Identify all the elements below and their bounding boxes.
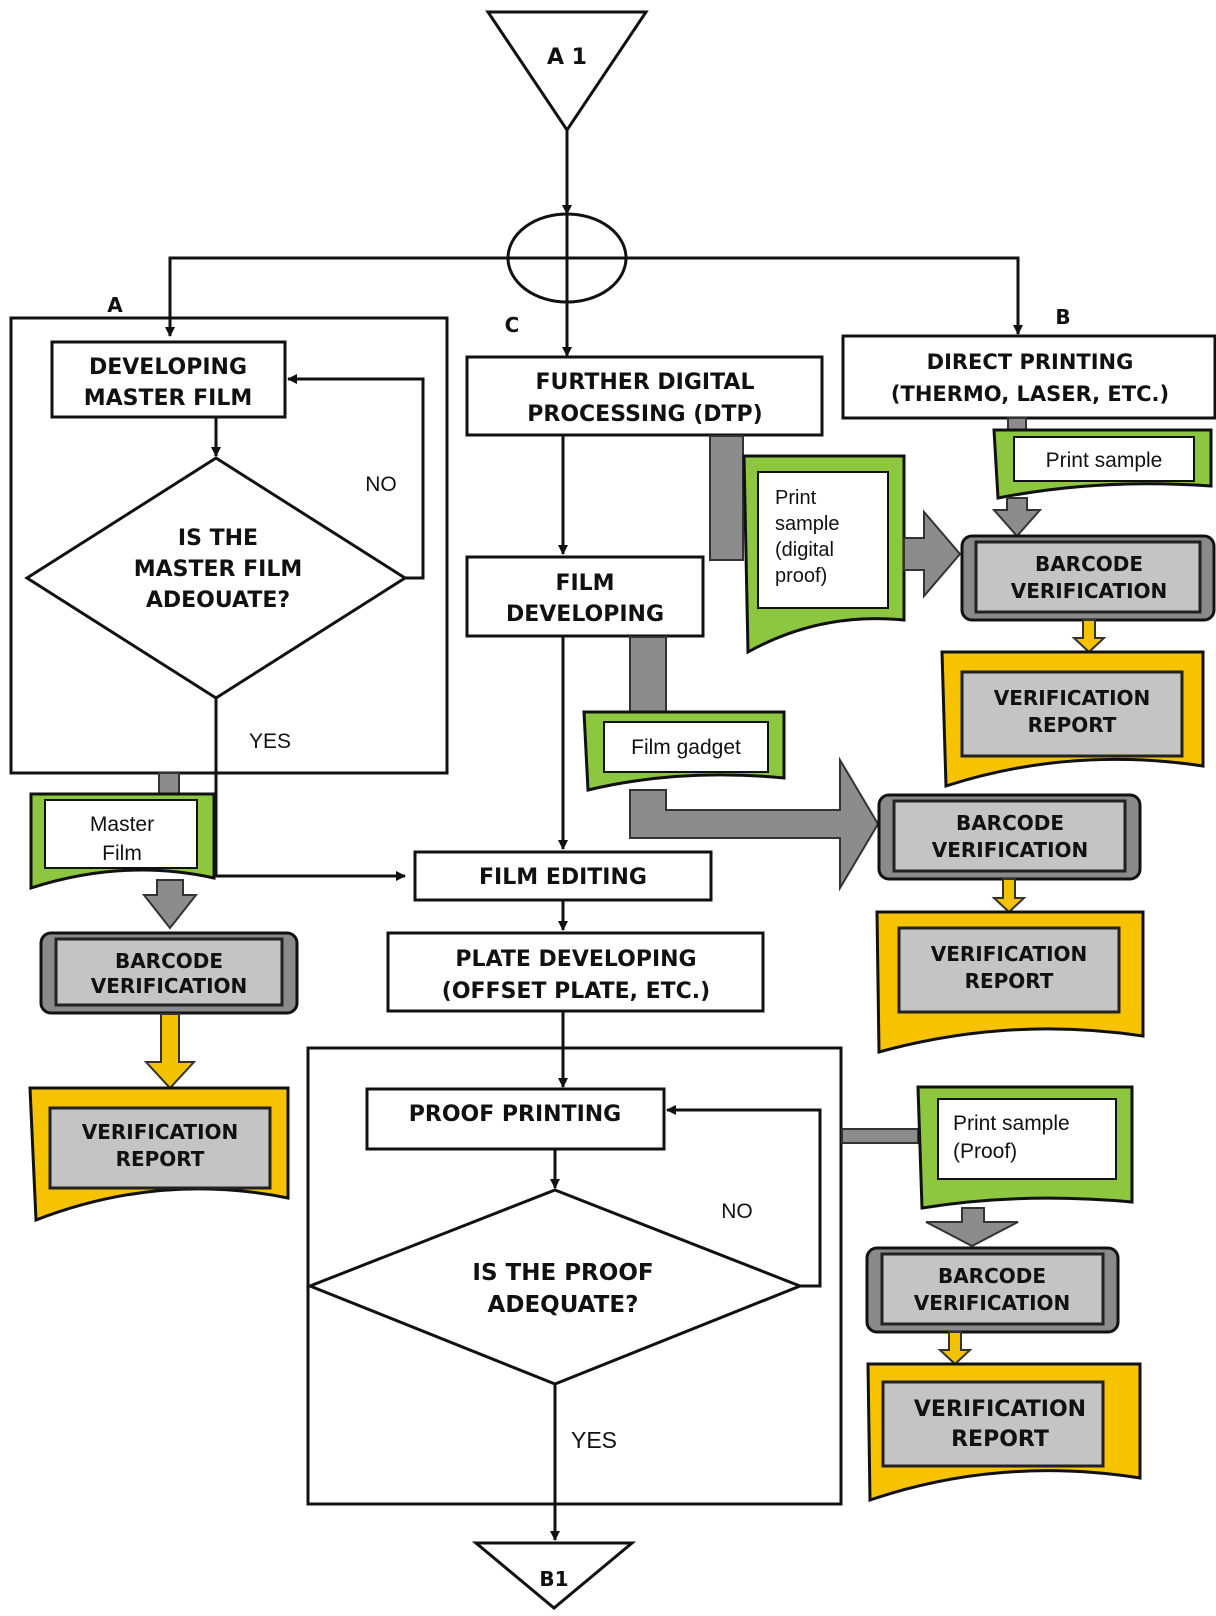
end-connector-label: B1 (539, 1567, 568, 1591)
film-editing-label: FILM EDITING (479, 865, 647, 890)
barcode-verification-film-line2: VERIFICATION (932, 838, 1089, 862)
verification-report-a: VERIFICATION REPORT (28, 1086, 290, 1223)
gray-connector-dtp (709, 435, 744, 561)
yes-label-a: YES (249, 730, 291, 753)
master-film-decision-line1: IS THE (178, 526, 258, 551)
film-developing-line1: FILM (555, 571, 614, 596)
verification-report-film: VERIFICATION REPORT (875, 910, 1145, 1054)
developing-master-film-box: DEVELOPING MASTER FILM (50, 340, 287, 419)
print-sample-b-label: Print sample (1046, 449, 1163, 472)
verification-report-film-line2: REPORT (965, 969, 1054, 993)
proof-decision-line1: IS THE PROOF (472, 1260, 653, 1286)
verification-report-proof-line2: REPORT (951, 1427, 1049, 1452)
plate-developing-line1: PLATE DEVELOPING (455, 947, 696, 972)
master-film-decision-line3: ADEOUATE? (146, 588, 290, 613)
plate-developing-line2: (OFFSET PLATE, ETC.) (442, 979, 710, 1004)
film-developing-line2: DEVELOPING (506, 602, 664, 627)
barcode-verification-dtp-line2: VERIFICATION (1011, 579, 1168, 603)
dtp-line1: FURTHER DIGITAL (536, 370, 755, 395)
proof-decision-line2: ADEQUATE? (488, 1292, 639, 1318)
no-loop-a (287, 374, 425, 580)
gray-arrow-down-b (991, 497, 1043, 538)
master-film-decision-line2: MASTER FILM (134, 557, 303, 582)
print-sample-b-document: Print sample (992, 428, 1213, 500)
gray-arrow-right-dtp (903, 509, 962, 599)
barcode-verification-proof-line2: VERIFICATION (914, 1291, 1071, 1315)
dtp-line2: PROCESSING (DTP) (527, 402, 762, 427)
verification-report-proof-line1: VERIFICATION (914, 1397, 1086, 1422)
branch-c-label: C (505, 313, 520, 337)
film-developing-box: FILM DEVELOPING (465, 555, 705, 638)
no-label-c: NO (721, 1200, 753, 1223)
proof-sample-line2: (Proof) (953, 1140, 1017, 1163)
proof-sample-line1: Print sample (953, 1112, 1070, 1135)
plate-developing-box: PLATE DEVELOPING (OFFSET PLATE, ETC.) (386, 931, 765, 1013)
barcode-verification-a-line1: BARCODE (115, 949, 223, 973)
developing-master-film-line2: MASTER FILM (84, 386, 253, 411)
direct-printing-line2: (THERMO, LASER, ETC.) (891, 382, 1169, 406)
master-film-line2: Film (102, 842, 142, 865)
gray-arrow-down-proof (925, 1207, 1019, 1248)
or-junction (506, 212, 628, 304)
verification-report-dtp-line1: VERIFICATION (994, 686, 1151, 710)
gray-arrow-right-film (629, 756, 880, 892)
proof-decision: IS THE PROOF ADEQUATE? (305, 1188, 805, 1386)
start-connector-label: A 1 (547, 45, 587, 70)
film-gadget-document: Film gadget (582, 710, 786, 792)
flow-line-to-a (165, 256, 508, 337)
barcode-verification-film-line1: BARCODE (956, 811, 1064, 835)
film-editing-box: FILM EDITING (413, 850, 713, 902)
end-connector: B1 (471, 1541, 637, 1610)
digital-proof-document: Print sample (digital proof) (742, 454, 906, 655)
proof-printing-box: PROOF PRINTING (365, 1087, 666, 1151)
no-label-a: NO (365, 473, 397, 496)
master-film-line1: Master (90, 813, 154, 836)
yellow-arrow-down (1071, 619, 1107, 654)
digital-proof-line2: sample (775, 513, 839, 535)
direct-printing-box: DIRECT PRINTING (THERMO, LASER, ETC.) (841, 334, 1216, 420)
yellow-arrow-down (143, 1013, 197, 1090)
flow-line-to-b (626, 256, 1023, 335)
further-digital-processing-box: FURTHER DIGITAL PROCESSING (DTP) (465, 355, 824, 437)
developing-master-film-line1: DEVELOPING (89, 355, 247, 380)
barcode-verification-dtp-line1: BARCODE (1035, 552, 1143, 576)
verification-report-dtp-line2: REPORT (1028, 713, 1117, 737)
gray-arrow-down (141, 879, 199, 930)
branch-b-label: B (1055, 305, 1070, 329)
branch-a-label: A (107, 293, 123, 317)
proof-frame (306, 1046, 843, 1506)
branch-a-frame (9, 316, 449, 775)
gray-connector (158, 772, 180, 796)
barcode-verification-proof-line1: BARCODE (938, 1264, 1046, 1288)
gray-connector-proof (841, 1128, 919, 1144)
digital-proof-line4: proof) (775, 565, 827, 587)
digital-proof-line3: (digital (775, 539, 834, 561)
direct-printing-line1: DIRECT PRINTING (927, 350, 1134, 374)
barcode-verification-dtp: BARCODE VERIFICATION (960, 534, 1216, 622)
master-film-document: Master Film (29, 792, 216, 891)
film-gadget-label: Film gadget (631, 736, 741, 759)
barcode-verification-proof: BARCODE VERIFICATION (865, 1246, 1120, 1334)
verification-report-a-line1: VERIFICATION (82, 1120, 239, 1144)
master-film-decision: IS THE MASTER FILM ADEOUATE? (24, 456, 408, 700)
digital-proof-line1: Print (775, 487, 817, 509)
verification-report-proof: VERIFICATION REPORT (866, 1362, 1142, 1503)
verification-report-a-line2: REPORT (116, 1147, 205, 1171)
barcode-verification-a: BARCODE VERIFICATION (39, 931, 299, 1015)
proof-sample-document: Print sample (Proof) (916, 1085, 1134, 1210)
gray-connector-film (629, 636, 667, 713)
yellow-arrow-down (937, 1331, 973, 1366)
yellow-arrow-down (991, 878, 1027, 914)
proof-printing-label: PROOF PRINTING (409, 1102, 621, 1127)
barcode-verification-film: BARCODE VERIFICATION (877, 793, 1142, 881)
yes-line-a (214, 698, 406, 881)
start-connector: A 1 (485, 10, 649, 133)
verification-report-film-line1: VERIFICATION (931, 942, 1088, 966)
barcode-verification-a-line2: VERIFICATION (91, 974, 248, 998)
no-loop-c (666, 1105, 822, 1288)
verification-report-dtp: VERIFICATION REPORT (940, 650, 1205, 789)
yes-label-c: YES (571, 1427, 617, 1453)
